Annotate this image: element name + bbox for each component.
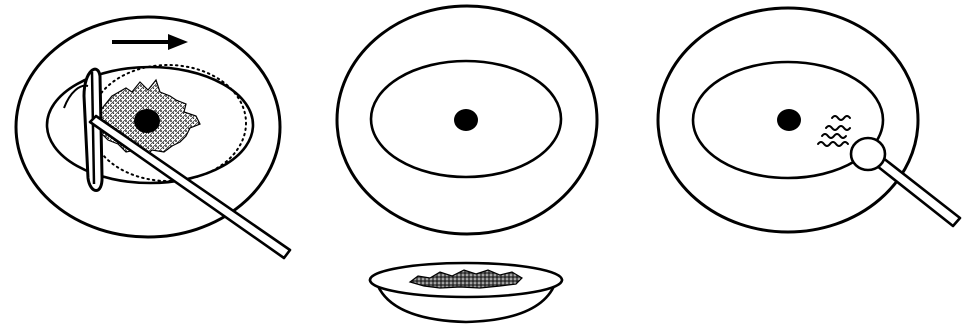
direction-arrow [112, 34, 188, 50]
wavy-lines [818, 116, 850, 146]
central-pupil [134, 109, 160, 133]
cotton-swab [851, 138, 960, 226]
panel-3 [658, 8, 960, 232]
panel-2 [337, 6, 597, 322]
collection-dish [370, 263, 562, 322]
panel-1 [16, 17, 290, 258]
central-pupil [777, 109, 801, 131]
central-pupil [454, 109, 478, 131]
